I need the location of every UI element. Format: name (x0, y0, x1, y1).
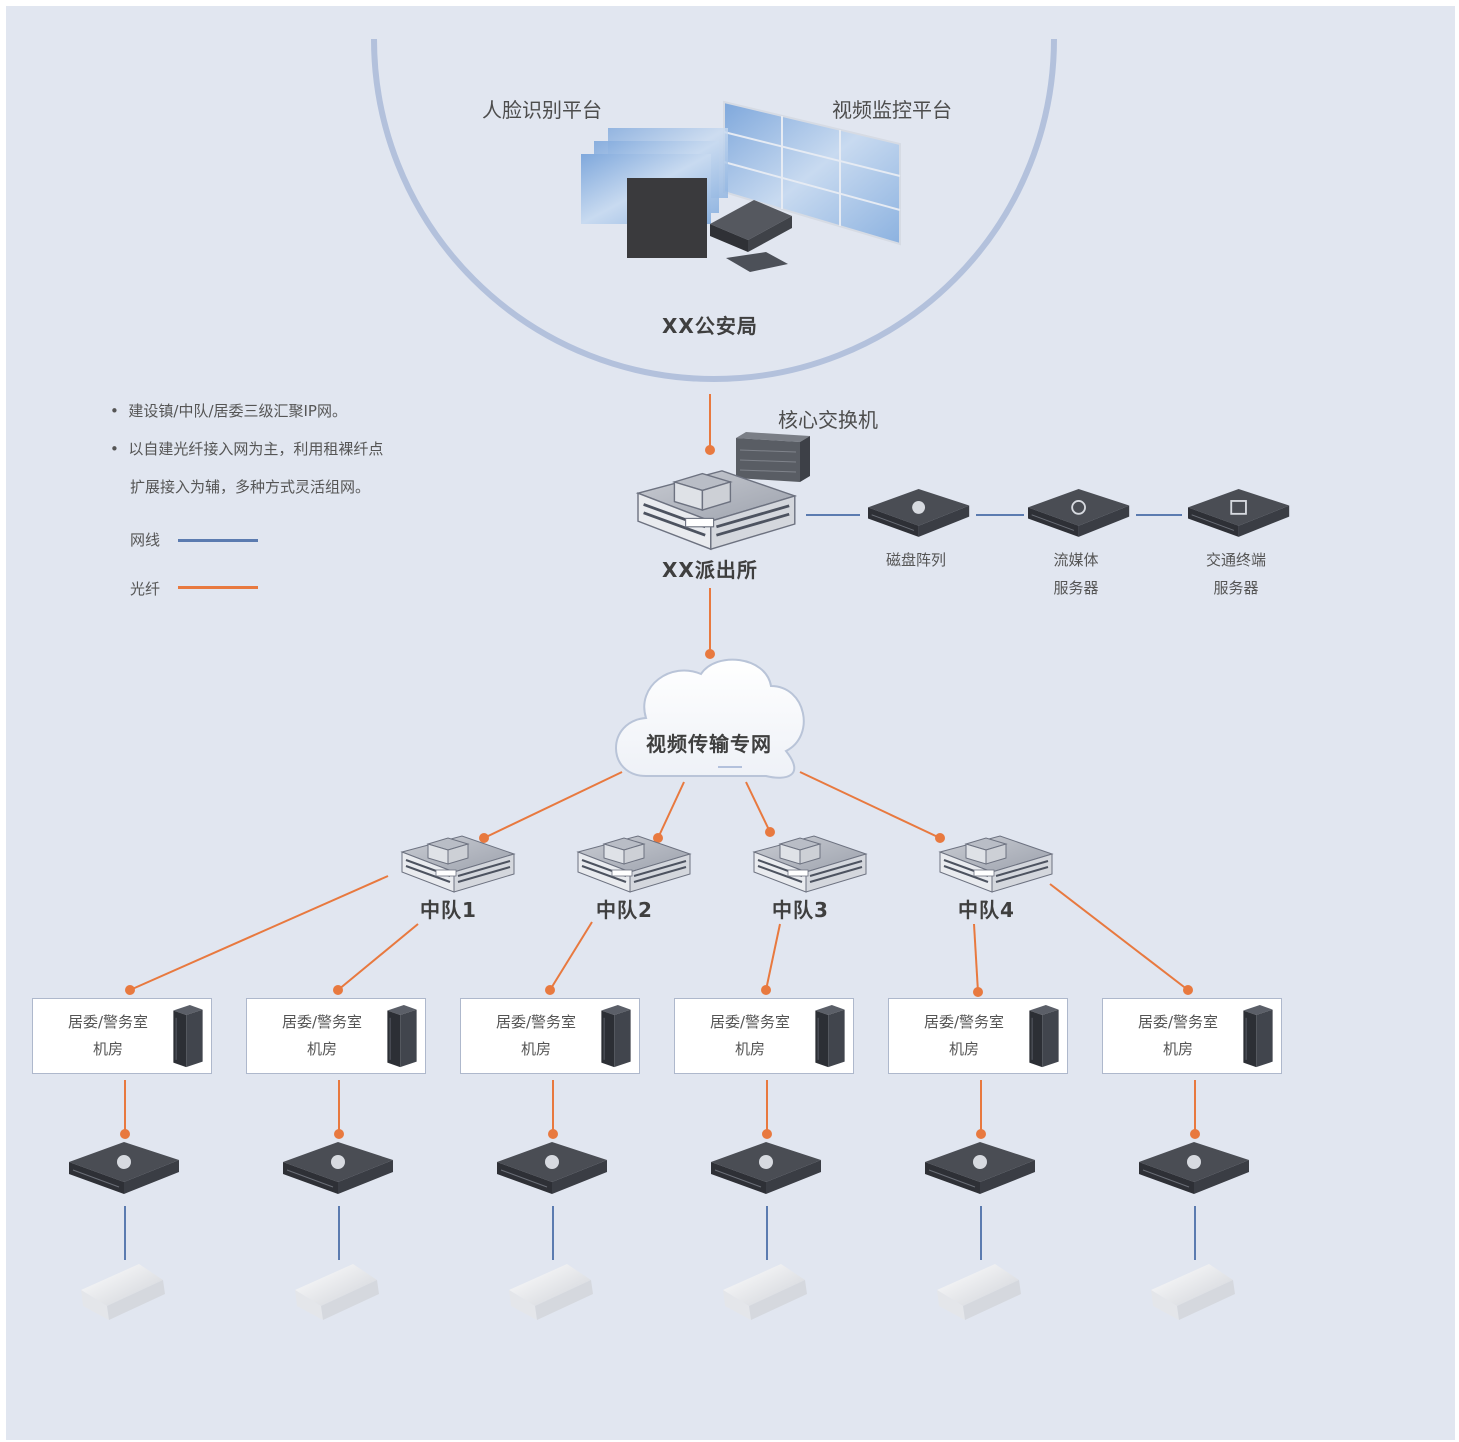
switch-server-icon (1138, 1141, 1250, 1195)
switch-server-icon (496, 1141, 608, 1195)
legend-cable-label: 网线 (130, 531, 161, 549)
traffic-server-label: 交通终端服务器 (1205, 551, 1266, 597)
note-3: 扩展接入为辅，多种方式灵活组网。 (130, 478, 371, 496)
bullet-icon: • (110, 440, 129, 458)
traffic-server-device (1187, 488, 1290, 538)
room-label: 居委/警务室机房 (709, 1013, 791, 1058)
squad-building-1 (401, 835, 515, 893)
rack-icon (173, 1005, 203, 1068)
diagram-canvas: 人脸识别平台 视频监控平台 XX公安局 核心交换机 XX派出所 磁盘阵列 流媒体… (6, 6, 1455, 1440)
fiber-node (976, 1129, 986, 1139)
police-station-building (636, 469, 797, 551)
note-2: • 以自建光纤接入网为主，利用租裸纤点 (110, 440, 384, 458)
room-label: 居委/警务室机房 (495, 1013, 577, 1058)
media-server-label: 流媒体服务器 (1053, 551, 1099, 597)
switch-server-icon (924, 1141, 1036, 1195)
squad-building-4 (939, 835, 1053, 893)
bullet-icon: • (110, 402, 129, 420)
video-platform-label: 视频监控平台 (832, 98, 952, 122)
fiber-node (120, 1129, 130, 1139)
legend-fiber-label: 光纤 (130, 580, 161, 598)
room-label: 居委/警务室机房 (923, 1013, 1005, 1058)
fiber-node (762, 1129, 772, 1139)
cloud-label: 视频传输专网 (646, 732, 772, 756)
cloud-shape (615, 658, 805, 779)
camera-icon (1151, 1264, 1235, 1320)
switch-server-icon (710, 1141, 822, 1195)
squad-label-1: 中队1 (420, 898, 477, 922)
room-label: 居委/警务室机房 (67, 1013, 149, 1058)
face-screens (581, 128, 792, 272)
room-label: 居委/警务室机房 (281, 1013, 363, 1058)
disk-array-label: 磁盘阵列 (885, 551, 946, 569)
police-station-label: XX派出所 (662, 558, 758, 582)
media-server-device (1027, 488, 1130, 538)
fiber-node (548, 1129, 558, 1139)
squad-building-3 (753, 835, 867, 893)
squad-label-4: 中队4 (958, 898, 1015, 922)
room-box: 居委/警务室机房 (674, 998, 854, 1074)
core-switch-device (736, 432, 810, 482)
legend-cable-line (178, 539, 258, 542)
rack-icon (601, 1005, 631, 1068)
hq-arc (371, 38, 1057, 382)
disk-array-device (867, 488, 970, 538)
room-box: 居委/警务室机房 (460, 998, 640, 1074)
note-1: • 建设镇/中队/居委三级汇聚IP网。 (110, 402, 347, 420)
hq-name: XX公安局 (662, 314, 758, 338)
rack-icon (1029, 1005, 1059, 1068)
camera-icon (81, 1264, 165, 1320)
fiber-node (1190, 1129, 1200, 1139)
rack-icon (1243, 1005, 1273, 1068)
switch-server-icon (282, 1141, 394, 1195)
room-box: 居委/警务室机房 (888, 998, 1068, 1074)
camera-icon (509, 1264, 593, 1320)
legend-fiber-line (178, 586, 258, 589)
camera-icon (937, 1264, 1021, 1320)
room-box: 居委/警务室机房 (32, 998, 212, 1074)
room-box: 居委/警务室机房 (246, 998, 426, 1074)
squad-label-2: 中队2 (596, 898, 653, 922)
room-box: 居委/警务室机房 (1102, 998, 1282, 1074)
squad-building-2 (577, 835, 691, 893)
camera-icon (295, 1264, 379, 1320)
camera-icon (723, 1264, 807, 1320)
network-lines (68, 38, 1290, 1320)
switch-server-icon (68, 1141, 180, 1195)
squad-label-3: 中队3 (772, 898, 829, 922)
rack-icon (387, 1005, 417, 1068)
fiber-node (334, 1129, 344, 1139)
face-platform-label: 人脸识别平台 (482, 98, 602, 122)
room-label: 居委/警务室机房 (1137, 1013, 1219, 1058)
core-switch-label: 核心交换机 (778, 408, 878, 432)
rack-icon (815, 1005, 845, 1068)
